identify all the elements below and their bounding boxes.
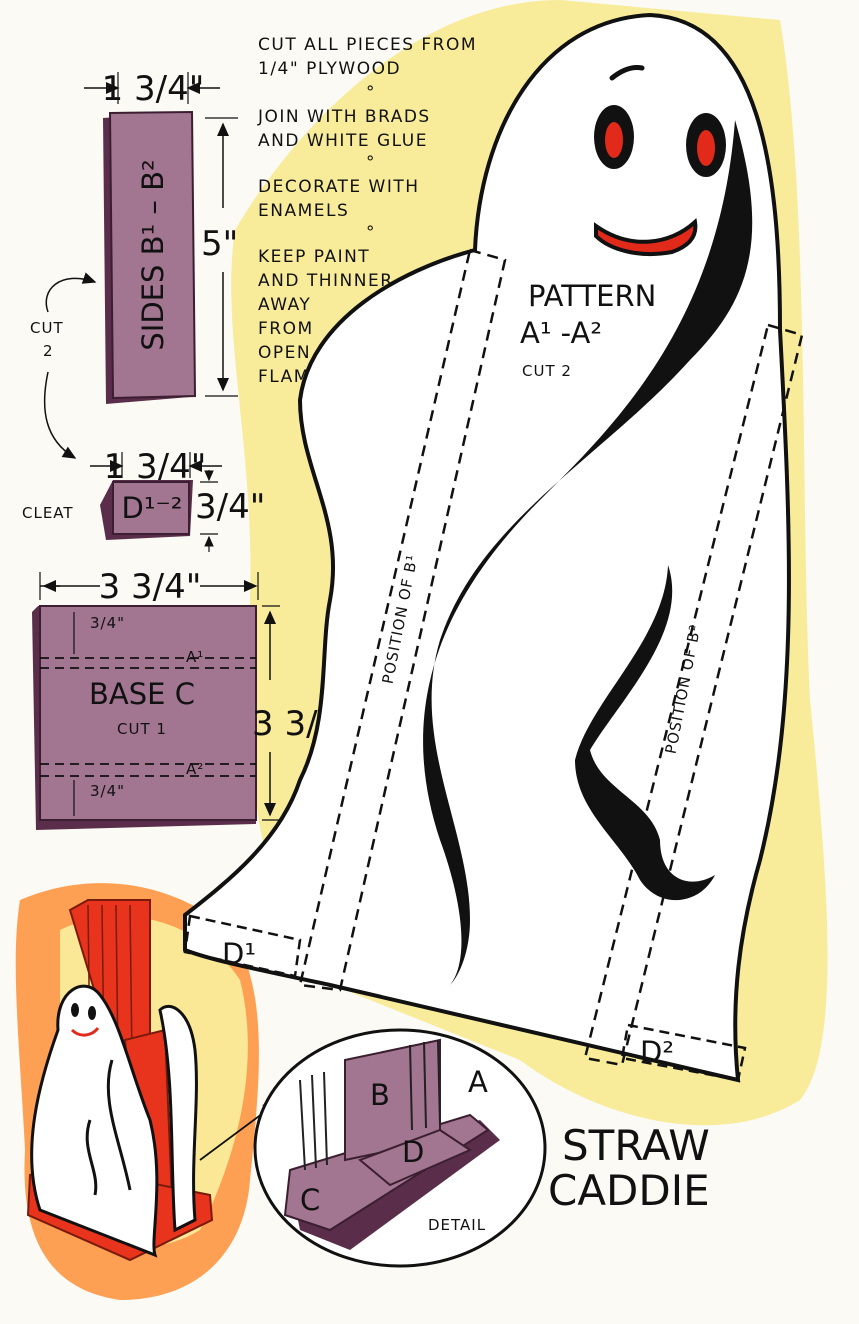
pattern-cut: CUT 2 bbox=[522, 362, 572, 380]
instruction-line: AND WHITE GLUE bbox=[258, 131, 428, 151]
cleat-height-label: 3/4" bbox=[195, 487, 265, 527]
instruction-line: ENAMELS bbox=[258, 201, 349, 221]
base-piece: 3 3/4" A¹ A² 3/4" 3/4" BASE C CUT 1 3 3/… bbox=[32, 567, 355, 830]
sides-cut-line2: 2 bbox=[43, 342, 54, 360]
pattern-title: PATTERN bbox=[528, 279, 656, 313]
instruction-line: AND THINNER bbox=[258, 271, 394, 291]
detail-b-label: B bbox=[370, 1078, 390, 1112]
instruction-bullet: ° bbox=[366, 153, 376, 173]
instruction-line: AWAY bbox=[258, 295, 311, 315]
instruction-line: CUT ALL PIECES FROM bbox=[258, 35, 477, 55]
detail-a-label: A bbox=[468, 1065, 488, 1099]
instruction-line: FROM bbox=[258, 319, 314, 339]
detail-c-label: C bbox=[300, 1183, 320, 1217]
cleat-piece: 1 3/4" D¹⁻² CLEAT 3/4" bbox=[22, 447, 265, 552]
title-line2: CADDIE bbox=[548, 1166, 710, 1215]
ghost-shading bbox=[423, 120, 753, 985]
ghost-shading bbox=[575, 565, 715, 901]
base-line-top: A¹ bbox=[186, 648, 204, 666]
detail-inset: A B C D DETAIL bbox=[253, 1028, 547, 1268]
ghost-pattern: POSITION OF B¹ POSITION OF B² D¹ D² PATT… bbox=[183, 12, 804, 1083]
instruction-bullet: ° bbox=[366, 83, 376, 103]
instruction-line: 1/4" PLYWOOD bbox=[258, 59, 401, 79]
base-line-bottom: A² bbox=[186, 760, 204, 778]
assembled-caddie bbox=[26, 899, 280, 1262]
sides-cut-line1: CUT bbox=[30, 319, 64, 337]
cleat-name-label: CLEAT bbox=[22, 504, 74, 522]
sides-height-label: 5" bbox=[201, 224, 238, 264]
instructions: CUT ALL PIECES FROM 1/4" PLYWOOD ° JOIN … bbox=[257, 35, 477, 387]
sides-piece: 1 3/4" SIDES B¹ – B² 5" CUT 2 bbox=[30, 69, 238, 459]
detail-caption: DETAIL bbox=[428, 1216, 486, 1234]
sides-width-label: 1 3/4" bbox=[102, 69, 205, 109]
cleat-d1-label: D¹ bbox=[222, 937, 256, 971]
instruction-line: KEEP PAINT bbox=[258, 247, 370, 267]
instruction-line: DECORATE WITH bbox=[258, 177, 420, 197]
base-inset-bottom: 3/4" bbox=[90, 782, 125, 800]
instruction-line: OPEN bbox=[258, 343, 311, 363]
smile-icon bbox=[594, 218, 698, 256]
cleat-label: D¹⁻² bbox=[122, 491, 183, 525]
sides-label: SIDES B¹ – B² bbox=[136, 159, 170, 350]
instruction-bullet: ° bbox=[366, 223, 376, 243]
detail-d-label: D bbox=[402, 1135, 424, 1169]
base-width-label: 3 3/4" bbox=[99, 567, 202, 607]
base-label: BASE C bbox=[89, 677, 195, 711]
base-cut: CUT 1 bbox=[117, 720, 167, 738]
cleat-d2-label: D² bbox=[640, 1035, 674, 1069]
instruction-line: JOIN WITH BRADS bbox=[257, 107, 431, 127]
base-inset-top: 3/4" bbox=[90, 614, 125, 632]
pattern-parts: A¹ -A² bbox=[520, 316, 602, 350]
title-line1: STRAW bbox=[562, 1121, 710, 1170]
